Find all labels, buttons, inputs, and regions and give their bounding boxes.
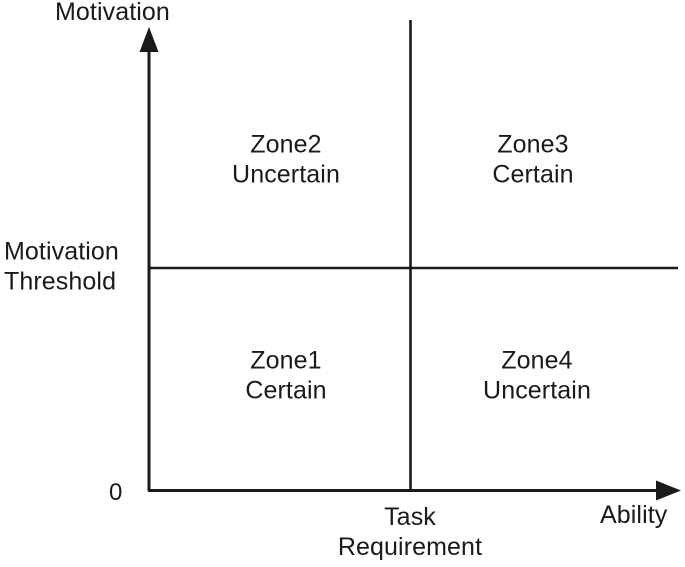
y-axis-title: Motivation [55,0,170,26]
y-axis-arrowhead-icon [139,27,159,52]
task-requirement-label: Task Requirement [337,503,483,561]
motivation-threshold-label: Motivation Threshold [4,237,119,296]
x-axis-arrowhead-icon [656,480,681,501]
quadrant-label-zone1: Zone1 Certain [245,346,327,405]
x-axis-title: Ability [600,501,668,529]
quadrant-label-zone3: Zone3 Certain [492,130,574,189]
quadrant-label-zone4: Zone4 Uncertain [483,346,591,405]
quadrant-label-zone2: Zone2 Uncertain [232,130,340,189]
origin-label: 0 [109,479,123,506]
